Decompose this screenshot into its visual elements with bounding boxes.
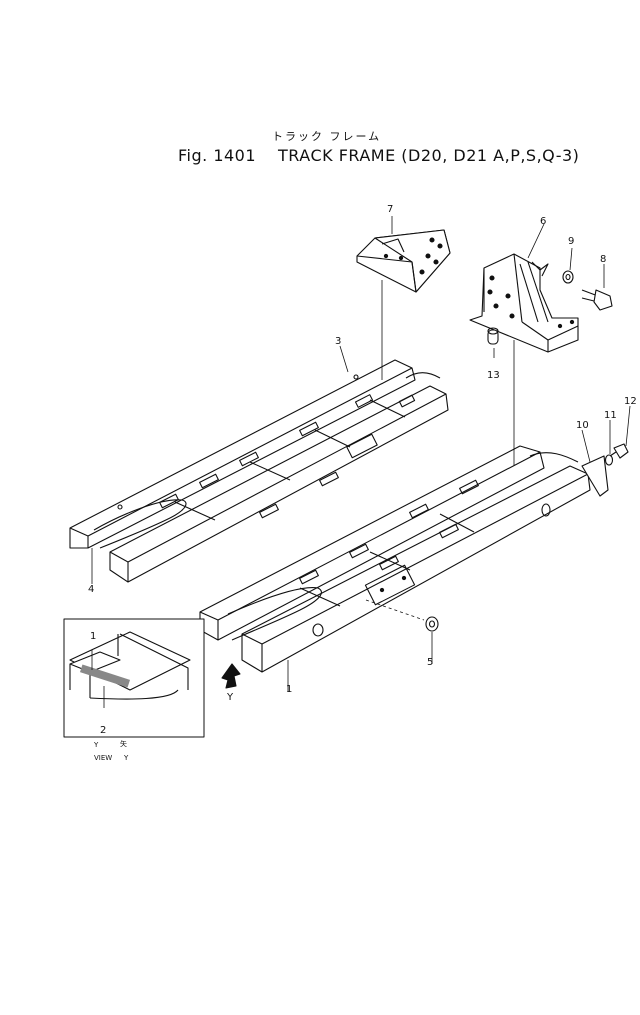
arrow-y [221, 663, 241, 689]
track-frame-front [199, 445, 609, 673]
washer-9 [562, 270, 574, 284]
detail-caption-jp: 矢 [120, 739, 127, 748]
callout-2: 2 [100, 725, 106, 736]
washer-11 [604, 454, 614, 466]
pin-13 [487, 327, 499, 345]
detail-caption-y: Y [123, 754, 129, 762]
callout-5: 5 [427, 657, 433, 668]
track-frame-rear [69, 359, 449, 583]
callout-11: 11 [604, 410, 617, 421]
bolt-8 [581, 289, 613, 311]
detail-caption-view: VIEW [94, 754, 112, 762]
callout-7: 7 [387, 204, 393, 215]
callout-3: 3 [335, 336, 341, 347]
callout-1: 1 [286, 684, 292, 695]
callout-12: 12 [624, 396, 637, 407]
nut-5 [425, 616, 439, 632]
callout-6: 6 [540, 216, 546, 227]
detail-view-y [63, 618, 205, 738]
callout-8: 8 [600, 254, 606, 265]
figure-number: Fig. 1401 [178, 146, 257, 165]
callout-10: 10 [576, 420, 589, 431]
arrow-y-label: Y [226, 692, 234, 703]
figure-name: TRACK FRAME (D20, D21 A,P,S,Q-3) [278, 146, 580, 165]
detail-caption-y-top: Y [93, 741, 99, 749]
callout-labels: 1 1 2 3 4 5 6 7 8 9 10 11 12 13 Y Y 矢 VI… [88, 204, 637, 762]
bracket-6 [469, 253, 579, 353]
figure-title: Fig. 1401 TRACK FRAME (D20, D21 A,P,S,Q-3… [178, 146, 579, 165]
callout-9: 9 [568, 236, 574, 247]
callout-1-detail: 1 [90, 631, 96, 642]
callout-4: 4 [88, 584, 94, 595]
bracket-7 [356, 229, 451, 293]
title-japanese: トラック フレーム [272, 130, 382, 143]
leader-lines [91, 216, 631, 692]
bolt-12 [609, 443, 629, 459]
callout-13: 13 [487, 370, 500, 381]
